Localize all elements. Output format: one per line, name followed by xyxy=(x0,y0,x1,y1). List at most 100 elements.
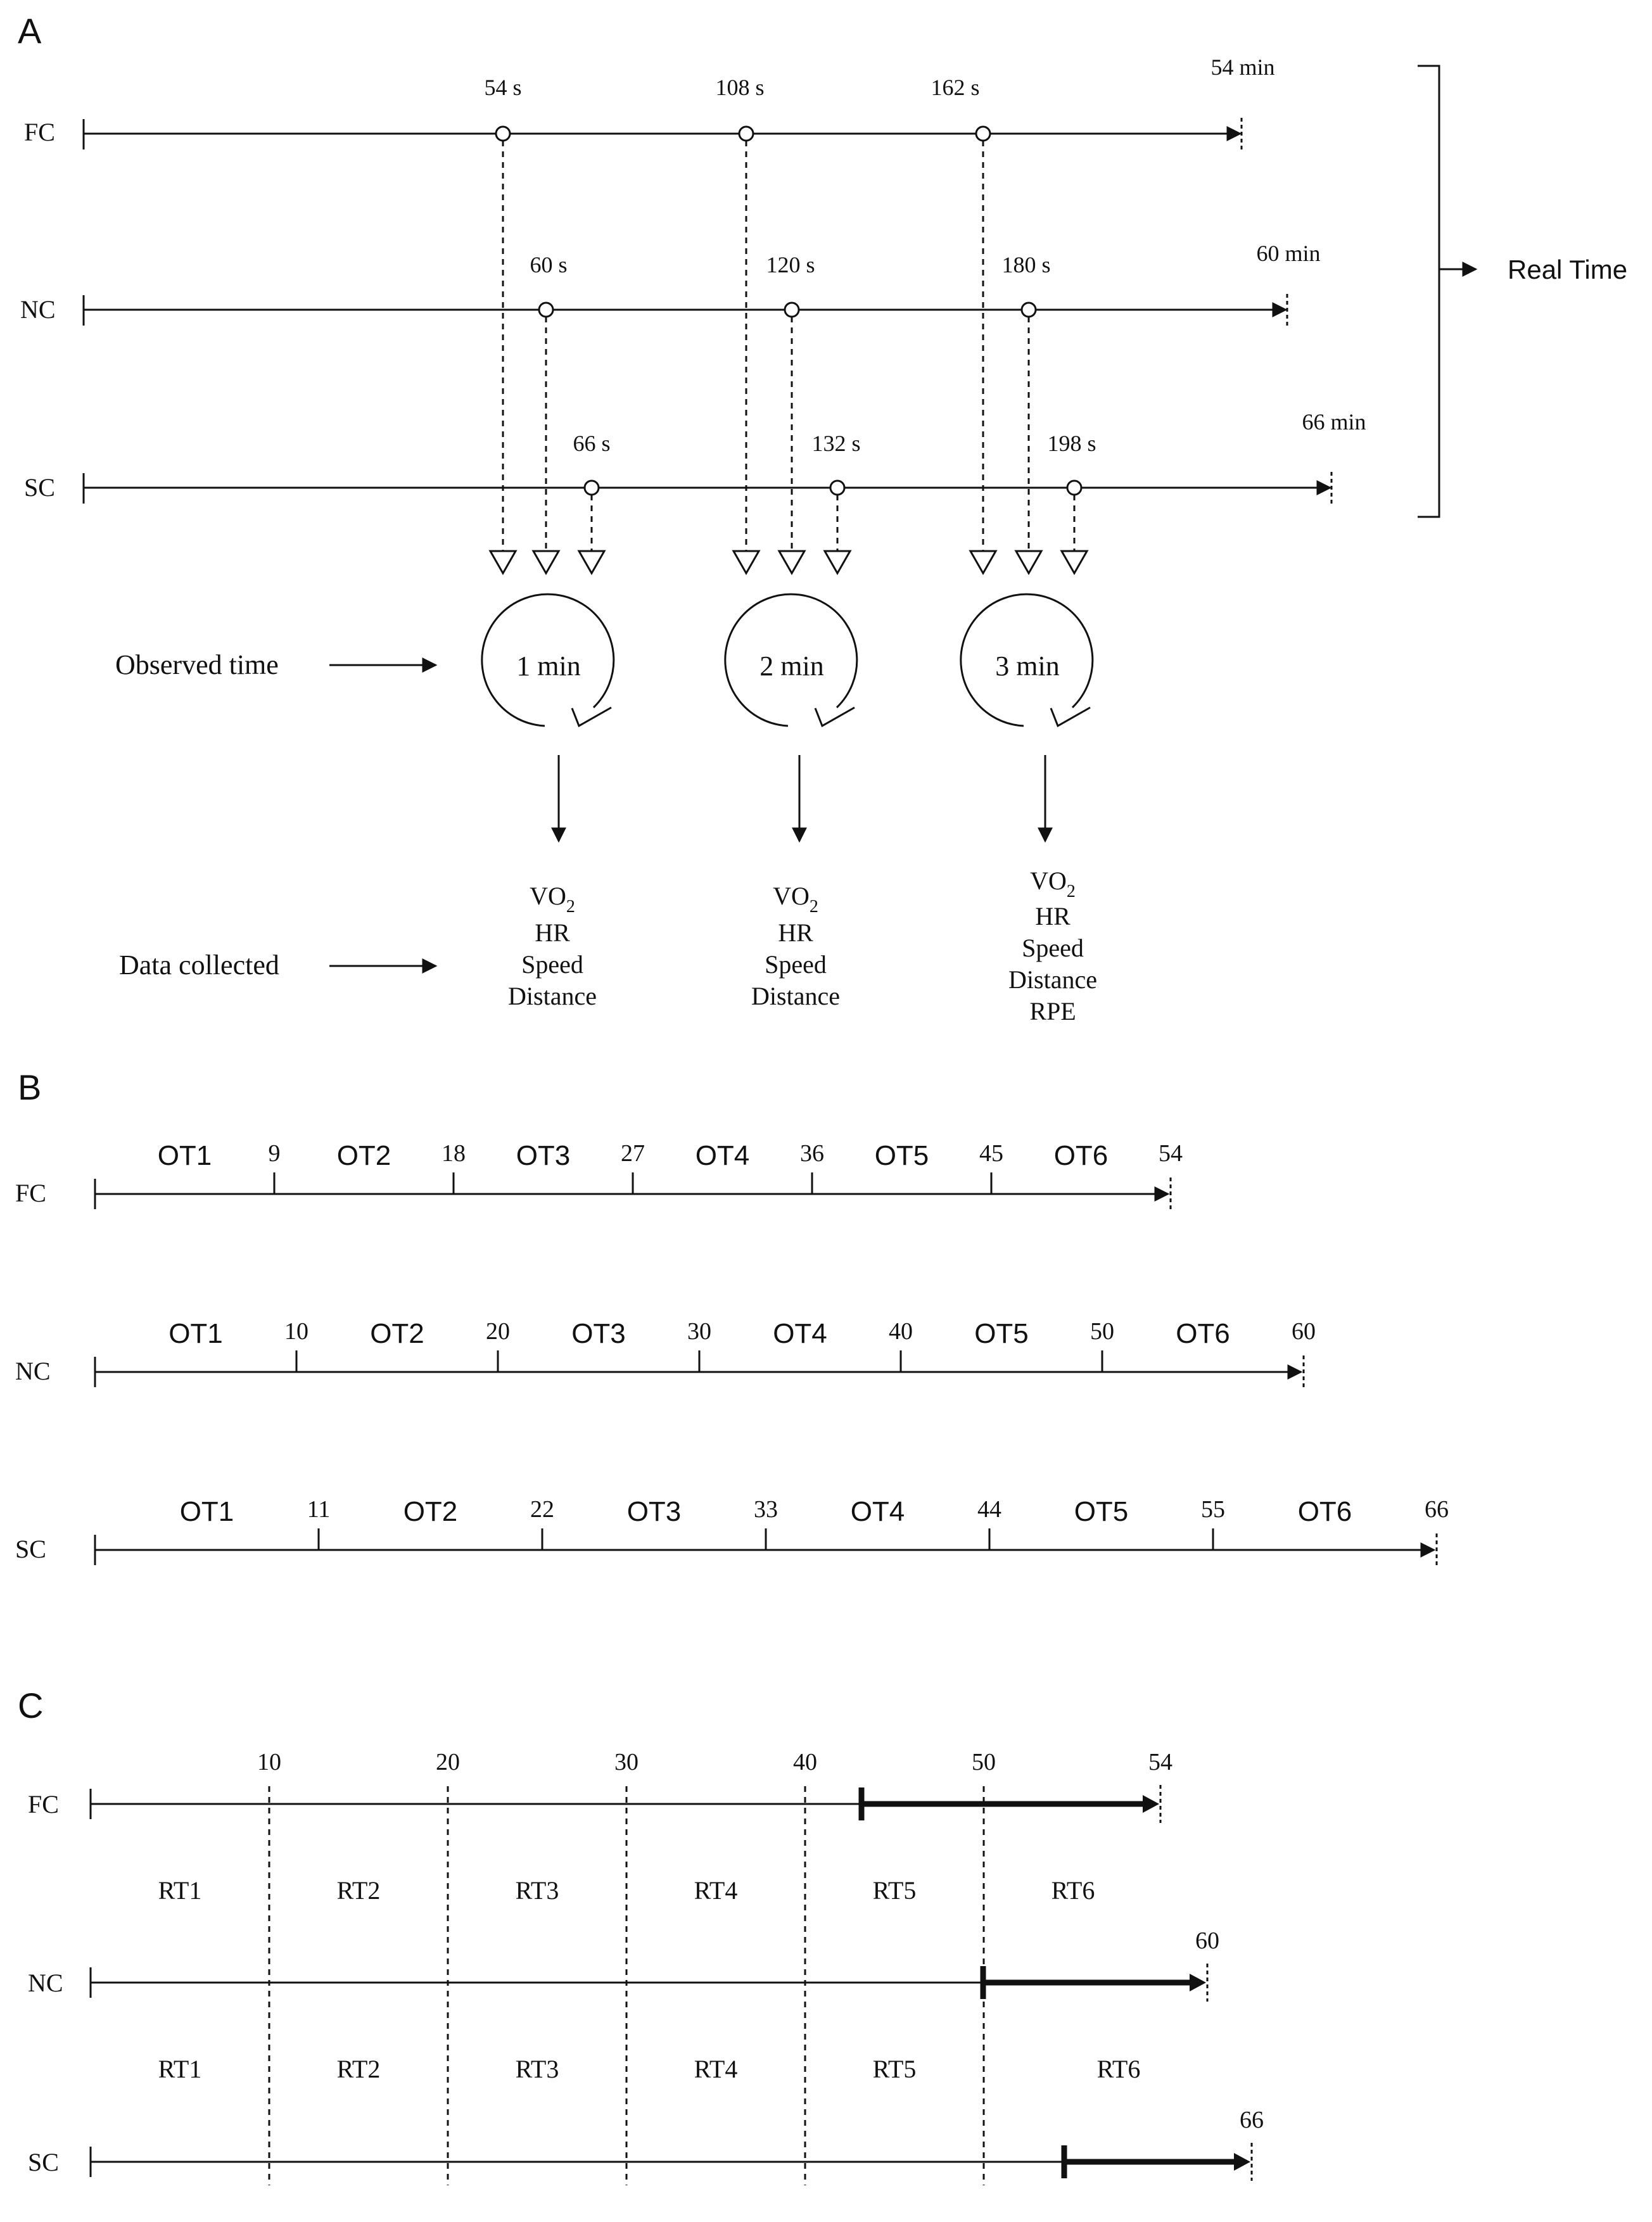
panel-b-tick-label-fc-4: 36 xyxy=(800,1140,824,1167)
observed-time-label: Observed time xyxy=(115,649,279,680)
sample-label-sc-1: 66 s xyxy=(573,431,610,456)
sample-point-fc-1 xyxy=(495,125,511,142)
data-item-2-2: HR xyxy=(778,918,813,947)
panel-b-segment-fc-4: OT4 xyxy=(696,1140,750,1171)
panel-b-segment-fc-1: OT1 xyxy=(158,1140,212,1171)
cycle-arc-1 xyxy=(481,593,615,727)
panel-c-segment-1-1: RT1 xyxy=(158,1876,202,1905)
panel-b-segment-nc-2: OT2 xyxy=(370,1318,424,1349)
data-collected-label: Data collected xyxy=(119,949,279,981)
observed-time-2: 2 min xyxy=(759,651,823,682)
real-time-label: Real Time xyxy=(1508,255,1627,284)
cycle-icon-3: 3 min xyxy=(960,593,1094,728)
triangle-sc-2 xyxy=(823,550,852,576)
panel-b-tick-label-nc-3: 30 xyxy=(687,1318,711,1345)
data-item-2-4: Distance xyxy=(751,982,840,1010)
sample-label-sc-2: 132 s xyxy=(811,431,860,456)
panel-b-tick-label-nc-6: 60 xyxy=(1292,1318,1316,1345)
sample-point-nc-2 xyxy=(784,302,800,318)
subscript-digit: 2 xyxy=(1067,882,1076,901)
cycle-icon-1: 1 min xyxy=(481,593,615,728)
panel-b-segment-nc-3: OT3 xyxy=(571,1318,626,1349)
panel-c-segment-2-4: RT4 xyxy=(694,2055,738,2083)
panel-b-segment-sc-1: OT1 xyxy=(180,1496,234,1527)
open-triangles xyxy=(488,550,1089,576)
panel-b-tick-label-nc-1: 10 xyxy=(284,1318,308,1345)
panel-b-segment-fc-2: OT2 xyxy=(337,1140,391,1171)
panel-c-segment-2-1: RT1 xyxy=(158,2055,202,2083)
panel-b-segment-sc-5: OT5 xyxy=(1074,1496,1129,1527)
panel-b-segment-fc-5: OT5 xyxy=(875,1140,929,1171)
data-item-1-1: VO2 xyxy=(530,882,575,917)
sample-label-fc-2: 108 s xyxy=(715,75,764,100)
cycle-icon-2: 2 min xyxy=(724,593,858,728)
panel-a-row-label-fc: FC xyxy=(24,118,55,146)
panel-b-row-label-sc: SC xyxy=(15,1535,46,1563)
subscript-digit: 2 xyxy=(810,897,818,917)
panel-b-tick-label-fc-1: 9 xyxy=(269,1140,281,1167)
panel-c-segment-1-5: RT5 xyxy=(873,1876,917,1905)
sample-points xyxy=(495,125,1083,496)
panel-b-row-label-nc: NC xyxy=(15,1357,51,1385)
sample-label-nc-3: 180 s xyxy=(1001,252,1050,277)
panel-b-segment-sc-2: OT2 xyxy=(403,1496,458,1527)
panel-a-row-label-nc: NC xyxy=(20,295,56,324)
panel-c-tick-label-30: 30 xyxy=(614,1749,639,1775)
observed-time-3: 3 min xyxy=(995,651,1059,682)
panel-b-tick-label-nc-4: 40 xyxy=(889,1318,913,1345)
panel-c-segment-1-2: RT2 xyxy=(337,1876,381,1905)
sample-label-fc-1: 54 s xyxy=(484,75,521,100)
panel-b-tick-label-sc-3: 33 xyxy=(754,1496,778,1523)
data-list-3: VO2 HR Speed Distance RPE xyxy=(1008,867,1097,1025)
cycle-arrowhead-3 xyxy=(1050,706,1091,728)
sample-label-nc-2: 120 s xyxy=(766,252,815,277)
triangle-fc-1 xyxy=(488,550,518,576)
panel-c-row-label-nc: NC xyxy=(28,1969,63,1997)
panel-c-label: C xyxy=(18,1686,43,1725)
panel-c-tick-label-20: 20 xyxy=(436,1749,460,1775)
sample-label-sc-3: 198 s xyxy=(1047,431,1096,456)
sample-label-nc-1: 60 s xyxy=(530,252,567,277)
sample-point-sc-1 xyxy=(583,479,600,496)
data-list-1: VO2 HR Speed Distance xyxy=(508,882,597,1010)
cycle-arc-3 xyxy=(960,593,1094,727)
data-item-3-5: RPE xyxy=(1029,997,1076,1025)
triangle-nc-1 xyxy=(531,550,561,576)
panel-c-arrowhead-fc xyxy=(1143,1795,1159,1813)
panel-a-label: A xyxy=(18,11,42,51)
panel-c-arrowhead-nc xyxy=(1190,1974,1206,1991)
panel-b-tick-label-nc-2: 20 xyxy=(486,1318,510,1345)
data-item-2-1: VO2 xyxy=(773,882,818,917)
data-item-3-3: Speed xyxy=(1022,934,1084,962)
sample-point-sc-2 xyxy=(829,479,846,496)
data-item-2-3: Speed xyxy=(765,950,827,979)
panel-b-label: B xyxy=(18,1067,41,1107)
data-list-2: VO2 HR Speed Distance xyxy=(751,882,840,1010)
panel-b-segment-nc-6: OT6 xyxy=(1176,1318,1230,1349)
panel-b-tick-label-fc-6: 54 xyxy=(1159,1140,1183,1167)
triangle-sc-3 xyxy=(1060,550,1089,576)
triangle-nc-3 xyxy=(1014,550,1043,576)
panel-a: A FC NC SC 54 min 60 min 66 min 54 s 108… xyxy=(18,11,1627,1025)
triangle-sc-1 xyxy=(577,550,606,576)
panel-c-arrowhead-sc xyxy=(1234,2153,1250,2171)
panel-b-tick-label-fc-5: 45 xyxy=(979,1140,1003,1167)
panel-b-segment-fc-6: OT6 xyxy=(1054,1140,1109,1171)
cycle-arc-2 xyxy=(724,593,858,727)
panel-c-segment-2-3: RT3 xyxy=(516,2055,559,2083)
panel-c-segment-2-6: RT6 xyxy=(1097,2055,1141,2083)
data-item-1-4: Distance xyxy=(508,982,597,1010)
timeline-end-label-sc: 66 min xyxy=(1302,409,1366,435)
panel-c-end-label-sc: 66 xyxy=(1240,2107,1264,2133)
panel-b-segment-nc-1: OT1 xyxy=(168,1318,223,1349)
panel-a-row-label-sc: SC xyxy=(24,473,55,502)
sample-point-nc-1 xyxy=(538,302,554,318)
